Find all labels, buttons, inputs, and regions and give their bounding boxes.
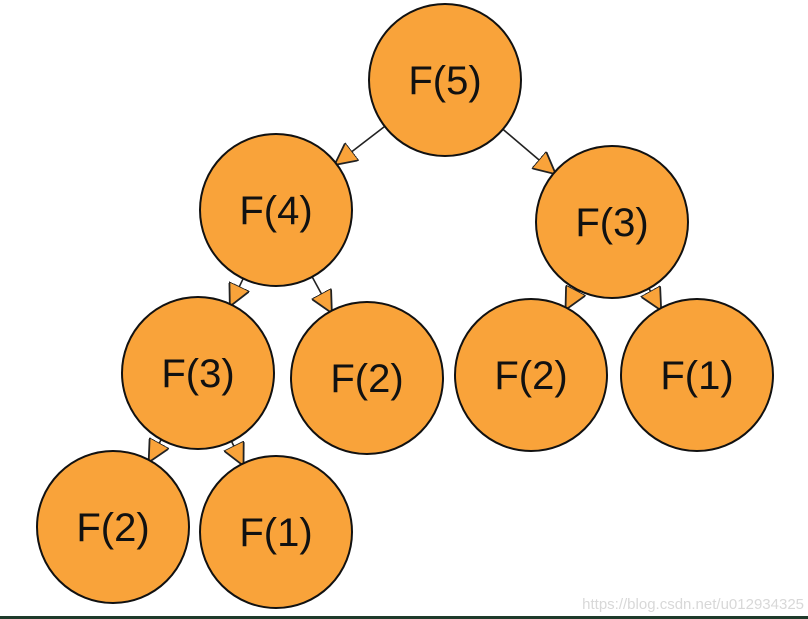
bottom-border: [0, 616, 808, 619]
tree-node-n2: F(4): [199, 133, 353, 287]
tree-node-n1: F(5): [368, 3, 522, 157]
edge-n2-to-n4: [231, 278, 243, 305]
edge-n2-to-n5: [312, 276, 331, 311]
tree-node-n6: F(2): [454, 298, 608, 452]
edge-n4-to-n8: [150, 440, 162, 461]
node-circle: [199, 133, 353, 287]
node-label: F(1): [239, 511, 312, 555]
node-label: F(2): [76, 506, 149, 550]
tree-node-n3: F(3): [535, 145, 689, 299]
node-label: F(5): [408, 59, 481, 103]
edge-n3-to-n6: [567, 289, 577, 308]
node-label: F(2): [494, 354, 567, 398]
edge-n4-to-n9: [231, 441, 242, 464]
node-circle: [199, 455, 353, 609]
tree-node-n4: F(3): [121, 296, 275, 450]
tree-node-n9: F(1): [199, 455, 353, 609]
edge-n1-to-n3: [502, 128, 554, 173]
tree-node-n7: F(1): [620, 298, 774, 452]
node-label: F(1): [660, 354, 733, 398]
node-circle: [620, 298, 774, 452]
tree-node-n8: F(2): [36, 450, 190, 604]
node-circle: [368, 3, 522, 157]
node-label: F(3): [575, 201, 648, 245]
node-circle: [454, 298, 608, 452]
edge-n1-to-n2: [336, 125, 386, 163]
node-label: F(3): [161, 352, 234, 396]
tree-node-n5: F(2): [290, 301, 444, 455]
node-circle: [121, 296, 275, 450]
watermark-text: https://blog.csdn.net/u012934325: [582, 596, 804, 613]
node-circle: [36, 450, 190, 604]
node-circle: [535, 145, 689, 299]
edge-n3-to-n7: [649, 288, 660, 308]
node-label: F(4): [239, 189, 312, 233]
node-circle: [290, 301, 444, 455]
node-label: F(2): [330, 357, 403, 401]
